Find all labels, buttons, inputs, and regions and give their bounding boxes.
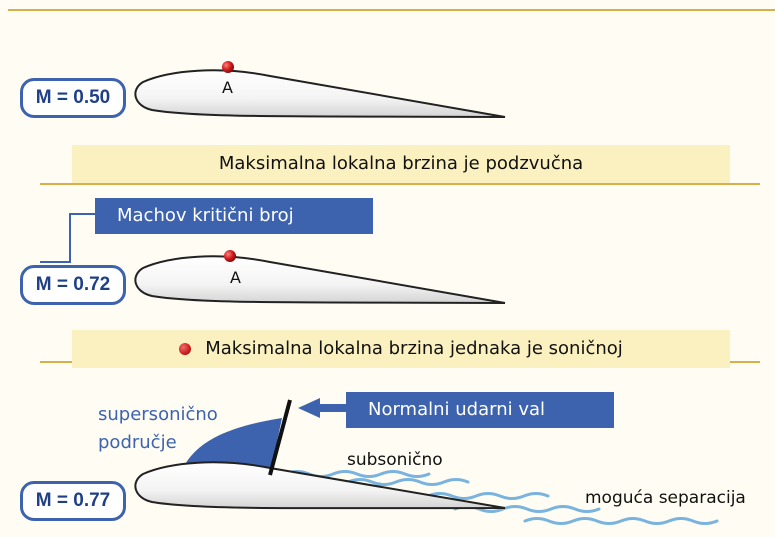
shock-wave-line	[268, 399, 292, 476]
subsonic-label: subsonično	[347, 450, 443, 470]
mach-label-1: M = 0.50	[20, 78, 126, 118]
info-band-subsonic: Maksimalna lokalna brzina je podzvučna	[72, 145, 730, 183]
point-a-label-2: A	[230, 268, 241, 287]
supersonic-region-label-line1: supersonično	[98, 404, 218, 425]
info-band-sonic-text: Maksimalna lokalna brzina jednaka je son…	[205, 338, 623, 359]
airfoil-3	[134, 461, 506, 510]
mach-label-3: M = 0.77	[20, 481, 126, 521]
critical-mach-callout: Machov kritični broj	[95, 198, 373, 234]
info-band-sonic: Maksimalna lokalna brzina jednaka je son…	[72, 330, 730, 368]
mach-label-2: M = 0.72	[20, 265, 126, 305]
airfoil-1	[134, 69, 506, 118]
red-dot-icon	[179, 343, 192, 355]
point-a-marker-1	[222, 61, 234, 73]
shock-arrow-head	[298, 398, 320, 418]
point-a-label-1: A	[222, 78, 233, 97]
info-band-subsonic-text: Maksimalna lokalna brzina je podzvučna	[218, 153, 584, 174]
point-a-marker-2	[224, 250, 236, 262]
airfoil-2	[134, 255, 506, 304]
shock-wave-callout: Normalni udarni val	[346, 392, 614, 428]
separation-label: moguća separacija	[585, 488, 746, 508]
callout-connector	[40, 213, 95, 263]
supersonic-region-label-line2: područje	[98, 432, 177, 453]
shock-arrow-shaft	[318, 404, 348, 412]
